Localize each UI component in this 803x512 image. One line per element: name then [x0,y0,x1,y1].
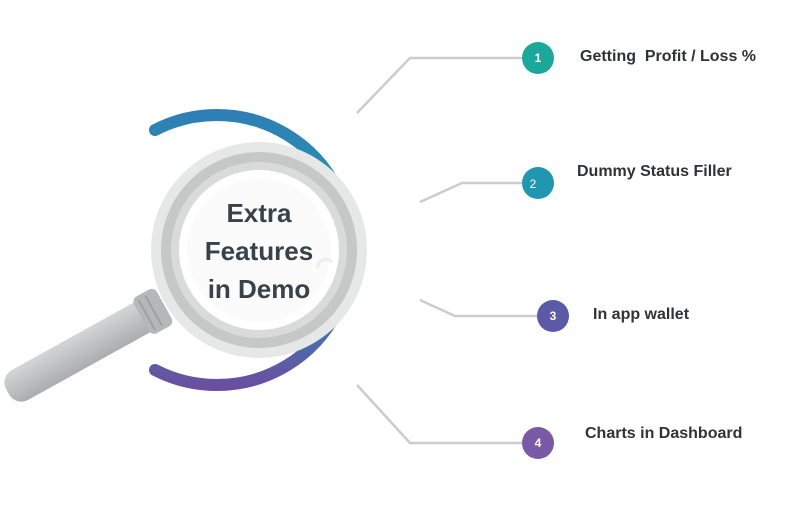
center-title-line-2: Features [204,236,314,266]
connector-3 [419,298,538,318]
badge-4: 4 [522,427,554,459]
badge-4-number: 4 [535,436,542,450]
connector-4 [356,384,522,445]
connector-2 [419,181,522,204]
badge-2-number: 2 [530,177,537,191]
item-label-4: Charts in Dashboard [585,425,743,442]
badge-3-number: 3 [550,309,557,323]
item-label-2: Dummy Status Filler [577,163,732,180]
center-title-line-1: Extra [226,198,292,228]
badge-2: 2 [522,167,554,199]
badge-1-number: 1 [535,51,542,65]
center-title-line-3: in Demo [207,274,311,304]
connector-lines [356,56,538,445]
badge-3: 3 [537,300,569,332]
item-label-1: Getting Profit / Loss % [580,48,757,65]
center-title: Extra Features in Demo [170,194,348,308]
badge-1: 1 [522,42,554,74]
connector-1 [356,56,522,114]
magnifying-glass-icon [4,142,367,402]
item-label-3: In app wallet [593,306,690,323]
